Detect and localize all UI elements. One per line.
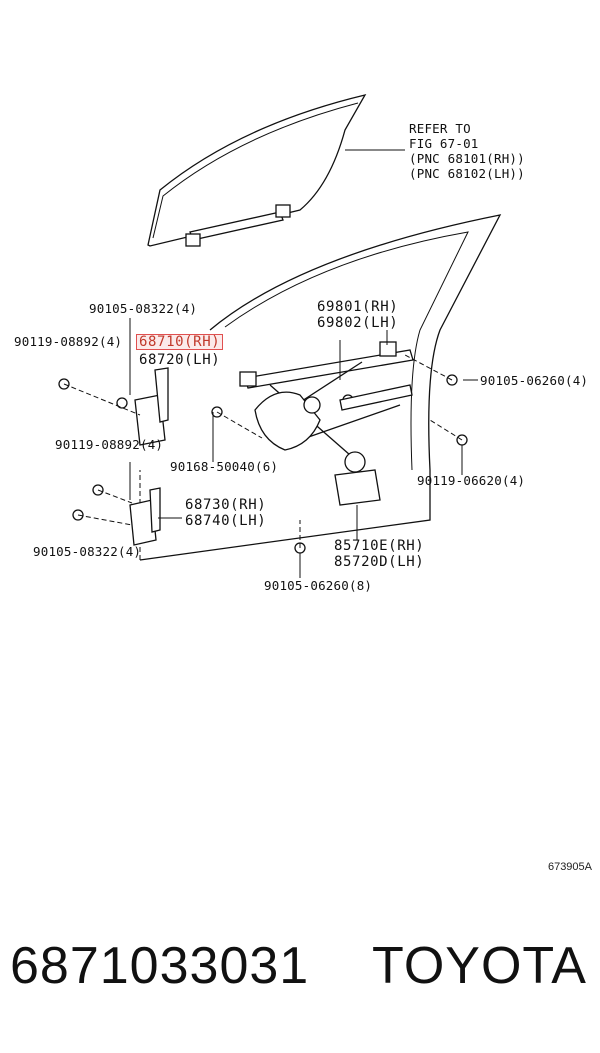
callout-68740-lh: 68740(LH) [185, 513, 267, 529]
callout-90105-06260-right: 90105-06260(4) [480, 373, 589, 388]
window-regulator [239, 330, 414, 456]
callout-85710e-rh: 85710E(RH) [334, 538, 425, 554]
refer-line-1: REFER TO [409, 121, 471, 136]
callout-85720d-lh: 85720D(LH) [334, 554, 425, 570]
upper-hinge [129, 352, 169, 446]
window-glass [147, 94, 405, 247]
leader-lines [63, 318, 478, 578]
callout-69802-lh: 69802(LH) [317, 315, 399, 331]
refer-line-3: (PNC 68101(RH)) [409, 151, 525, 166]
callout-90105-08322-lower: 90105-08322(4) [33, 544, 142, 559]
callout-68720-lh: 68720(LH) [139, 352, 221, 368]
figure-code: 673905A [547, 861, 592, 873]
callout-90105-08322-upper: 90105-08322(4) [89, 301, 198, 316]
part-number: 6871033031 [10, 937, 310, 995]
callout-68730-rh: 68730(RH) [185, 497, 267, 513]
callout-90119-08892-mid: 90119-08892(4) [55, 437, 164, 452]
callout-90105-06260-bottom: 90105-06260(8) [264, 578, 373, 593]
refer-line-4: (PNC 68102(LH)) [409, 166, 525, 181]
regulator-motor [334, 451, 381, 540]
lower-hinge [129, 487, 182, 546]
callout-90168-50040: 90168-50040(6) [170, 459, 279, 474]
parts-diagram [58, 94, 502, 578]
callout-90119-08892-left: 90119-08892(4) [14, 334, 123, 349]
callout-68710-rh-highlighted[interactable]: 68710(RH) [136, 334, 224, 350]
refer-line-2: FIG 67-01 [409, 136, 479, 151]
callout-90119-06620: 90119-06620(4) [417, 473, 526, 488]
brand-name: TOYOTA [372, 937, 587, 995]
callout-69801-rh: 69801(RH) [317, 299, 399, 315]
